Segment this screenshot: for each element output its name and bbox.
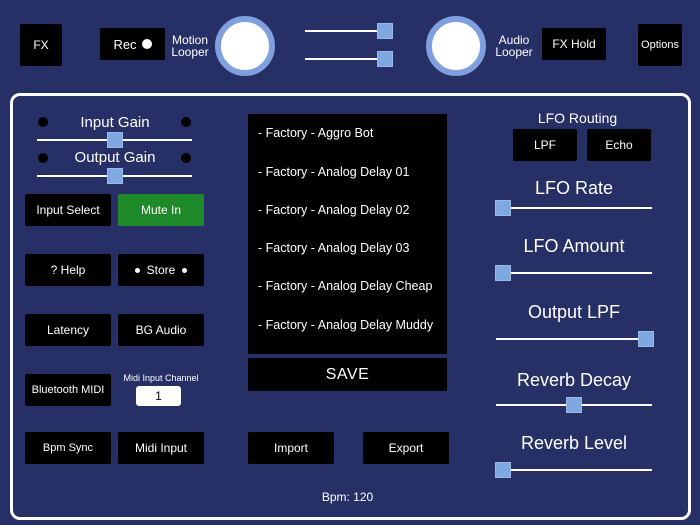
bpm-readout: Bpm: 120: [321, 490, 374, 504]
rec-label: Rec: [113, 36, 137, 52]
output-gain-label: Output Gain: [74, 149, 156, 166]
preset-item[interactable]: - Factory - Analog Delay Cheap: [258, 279, 433, 293]
rec-button[interactable]: Rec: [100, 28, 165, 60]
midi-input-channel-field[interactable]: 1: [136, 386, 181, 406]
bpm-sync-button[interactable]: Bpm Sync: [25, 432, 111, 464]
store-button[interactable]: Store: [118, 254, 204, 286]
top-slider-1-track: [305, 30, 387, 32]
output-lpf-track: [496, 338, 652, 340]
mute-in-button[interactable]: Mute In: [118, 194, 204, 226]
input-gain-right-dot: [181, 117, 191, 127]
latency-button[interactable]: Latency: [25, 314, 111, 346]
lfo-rate-track: [496, 207, 652, 209]
bluetooth-midi-button[interactable]: Bluetooth MIDI: [25, 374, 111, 406]
output-gain-right-dot: [181, 153, 191, 163]
preset-item[interactable]: - Factory - Analog Delay 03: [258, 241, 410, 255]
lfo-rate-label: LFO Rate: [534, 178, 614, 198]
midi-input-channel-label: Midi Input Channel: [123, 373, 199, 383]
lfo-routing-label: LFO Routing: [537, 110, 618, 126]
reverb-level-track: [496, 469, 652, 471]
fx-hold-button[interactable]: FX Hold: [542, 28, 606, 60]
save-button[interactable]: SAVE: [248, 358, 447, 391]
audio-looper-line2: Looper: [495, 45, 533, 59]
output-lpf-thumb[interactable]: [638, 331, 654, 347]
motion-looper-line1: Motion: [171, 33, 209, 47]
lfo-amount-thumb[interactable]: [495, 265, 511, 281]
reverb-decay-thumb[interactable]: [566, 397, 582, 413]
store-label: Store: [146, 263, 176, 277]
input-gain-label: Input Gain: [80, 114, 150, 131]
motion-looper-line2: Looper: [171, 45, 209, 59]
export-button[interactable]: Export: [363, 432, 449, 464]
motion-looper-label: Motion Looper: [168, 34, 212, 58]
top-slider-2-track: [305, 58, 387, 60]
store-left-dot-icon: [134, 267, 140, 273]
preset-item[interactable]: - Factory - Analog Delay 01: [258, 165, 410, 179]
top-slider-1-thumb[interactable]: [377, 23, 393, 39]
lfo-amount-label: LFO Amount: [523, 236, 625, 256]
lfo-amount-track: [496, 272, 652, 274]
reverb-level-thumb[interactable]: [495, 462, 511, 478]
reverb-level-label: Reverb Level: [520, 433, 628, 453]
input-gain-thumb[interactable]: [107, 132, 123, 148]
lpf-button[interactable]: LPF: [513, 129, 577, 161]
options-button[interactable]: Options: [638, 24, 682, 66]
audio-looper-label: Audio Looper: [492, 34, 536, 58]
motion-looper-knob[interactable]: [215, 16, 275, 76]
bg-audio-button[interactable]: BG Audio: [118, 314, 204, 346]
echo-button[interactable]: Echo: [587, 129, 651, 161]
output-gain-left-dot: [38, 153, 48, 163]
preset-list[interactable]: - Factory - Aggro Bot - Factory - Analog…: [248, 114, 447, 354]
output-lpf-label: Output LPF: [527, 302, 621, 322]
preset-item[interactable]: - Factory - Analog Delay 02: [258, 203, 410, 217]
top-slider-2-thumb[interactable]: [377, 51, 393, 67]
fx-button[interactable]: FX: [20, 24, 62, 66]
record-dot-icon: [141, 39, 152, 49]
store-right-dot-icon: [182, 267, 188, 273]
preset-item[interactable]: - Factory - Aggro Bot: [258, 126, 374, 140]
lfo-rate-thumb[interactable]: [495, 200, 511, 216]
midi-input-button[interactable]: Midi Input: [118, 432, 204, 464]
reverb-decay-label: Reverb Decay: [516, 370, 632, 390]
input-select-button[interactable]: Input Select: [25, 194, 111, 226]
import-button[interactable]: Import: [248, 432, 334, 464]
audio-looper-knob[interactable]: [426, 16, 486, 76]
help-button[interactable]: ? Help: [25, 254, 111, 286]
audio-looper-line1: Audio: [498, 33, 530, 47]
preset-item[interactable]: - Factory - Analog Delay Muddy: [258, 318, 434, 332]
input-gain-left-dot: [38, 117, 48, 127]
output-gain-thumb[interactable]: [107, 168, 123, 184]
main-panel: [10, 93, 691, 520]
